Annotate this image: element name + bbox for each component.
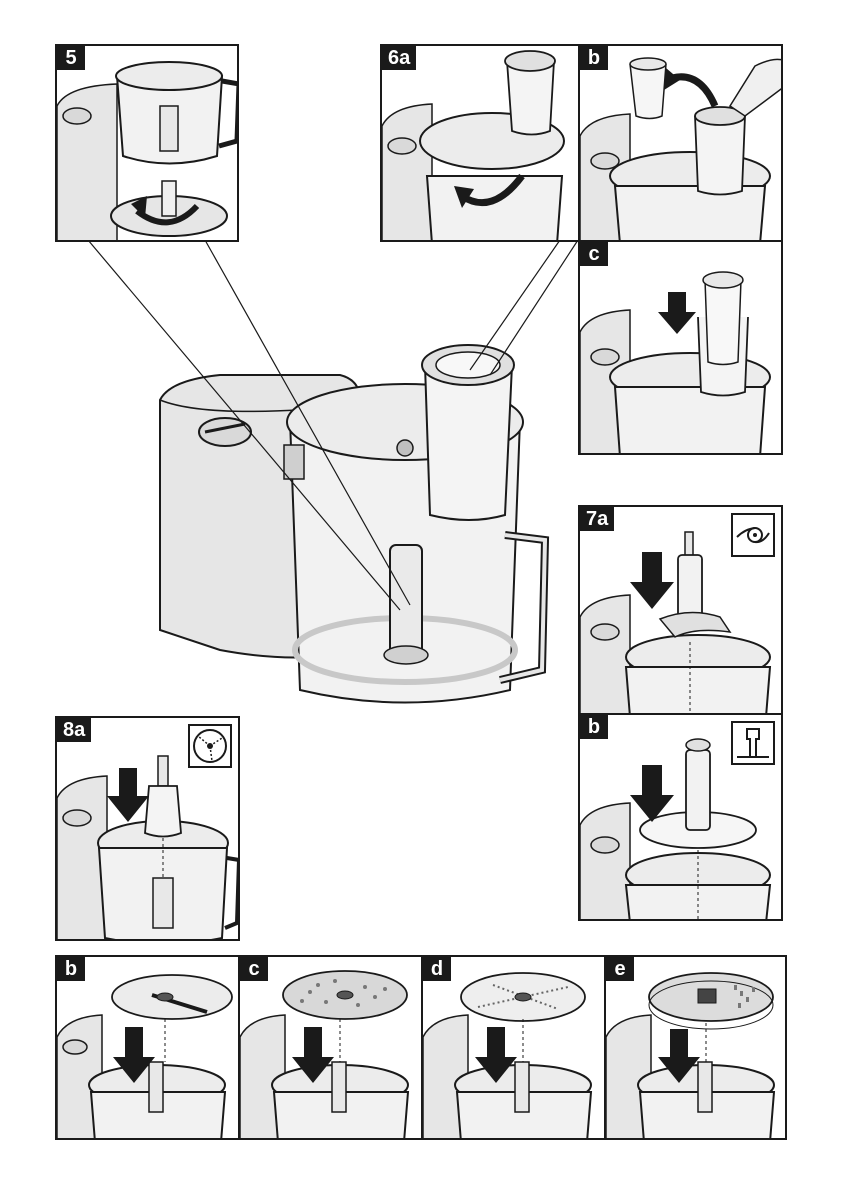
step-panel-6c: c bbox=[578, 240, 783, 455]
disc-carrier-icon bbox=[188, 724, 232, 768]
down-arrow-icon bbox=[658, 292, 696, 334]
speed-dial-icon bbox=[199, 418, 251, 446]
step-label: 6a bbox=[382, 46, 416, 70]
grating-disc-illustration bbox=[240, 957, 423, 1140]
pusher-removal-illustration bbox=[580, 46, 783, 242]
step-panel-8a: 8a bbox=[55, 716, 240, 941]
julienne-disc-illustration bbox=[606, 957, 787, 1140]
step-label: b bbox=[57, 957, 85, 981]
lid-fitting-illustration bbox=[382, 46, 580, 242]
step-label: d bbox=[423, 957, 451, 981]
down-arrow-icon bbox=[630, 765, 674, 822]
down-arrow-icon bbox=[630, 552, 674, 609]
food-processor-overview-illustration bbox=[150, 320, 570, 740]
lift-arrow-icon bbox=[664, 68, 680, 90]
step-panel-7b: b bbox=[578, 713, 783, 921]
step-label: 8a bbox=[57, 718, 91, 742]
step-label: 7a bbox=[580, 507, 614, 531]
step-label: b bbox=[580, 46, 608, 70]
step-label: c bbox=[580, 242, 608, 266]
step-panel-5: 5 bbox=[55, 44, 239, 242]
shredding-disc-illustration bbox=[423, 957, 606, 1140]
step-panel-8b: b bbox=[55, 955, 240, 1140]
pusher-insertion-illustration bbox=[580, 242, 783, 455]
step-panel-8d: d bbox=[421, 955, 606, 1140]
step-panel-8e: e bbox=[604, 955, 787, 1140]
knife-blade-icon bbox=[731, 513, 775, 557]
emulsifying-disc-icon bbox=[731, 721, 775, 765]
step-label: b bbox=[580, 715, 608, 739]
step-label: 5 bbox=[57, 46, 85, 70]
step-panel-8c: c bbox=[238, 955, 423, 1140]
down-arrow-icon bbox=[107, 768, 149, 822]
slicing-disc-illustration bbox=[57, 957, 240, 1140]
step-label: c bbox=[240, 957, 268, 981]
step-panel-6b: b bbox=[578, 44, 783, 242]
step-panel-7a: 7a bbox=[578, 505, 783, 715]
step-panel-6a: 6a bbox=[380, 44, 580, 242]
step-label: e bbox=[606, 957, 634, 981]
bowl-fitting-illustration bbox=[57, 46, 239, 242]
